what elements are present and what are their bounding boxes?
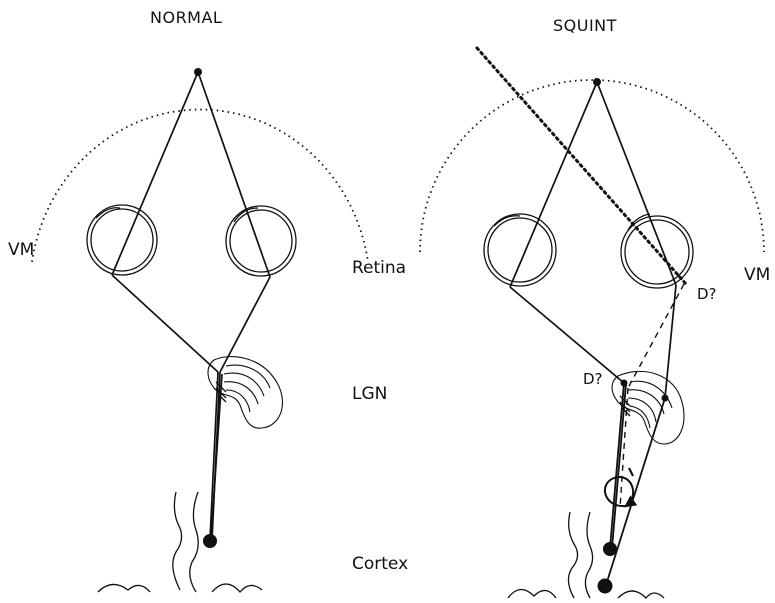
normal-vm-label: VM [8, 240, 34, 260]
cortex-level-label: Cortex [352, 554, 408, 574]
normal-left-eye [87, 205, 157, 275]
squint-visual-field-arc [420, 80, 764, 252]
squint-cortex-outline [508, 512, 664, 598]
squint-panel-title: SQUINT [553, 16, 617, 35]
squint-deviated-axis [477, 48, 686, 284]
normal-optic-rays [112, 72, 270, 372]
normal-lgn-to-cortex [210, 372, 222, 540]
normal-panel [32, 69, 368, 593]
normal-cortex-cell [204, 535, 217, 548]
squint-optic-rays [510, 82, 676, 398]
squint-vm-label: VM [744, 265, 770, 285]
normal-panel-title: NORMAL [150, 8, 222, 27]
normal-right-eye [226, 206, 296, 276]
squint-lgn-d-label: D? [583, 370, 603, 388]
normal-visual-field-arc [32, 110, 368, 262]
squint-cortex-cell-lower [598, 579, 612, 593]
squint-cortex-cell-upper [604, 543, 617, 556]
squint-panel [420, 48, 764, 598]
squint-left-eye [484, 214, 556, 286]
retina-level-label: Retina [352, 258, 406, 278]
lgn-level-label: LGN [352, 384, 387, 404]
squint-retina-d-label: D? [697, 285, 717, 303]
normal-cortex-outline [98, 492, 262, 592]
squint-lgn-to-cortex [606, 383, 665, 585]
